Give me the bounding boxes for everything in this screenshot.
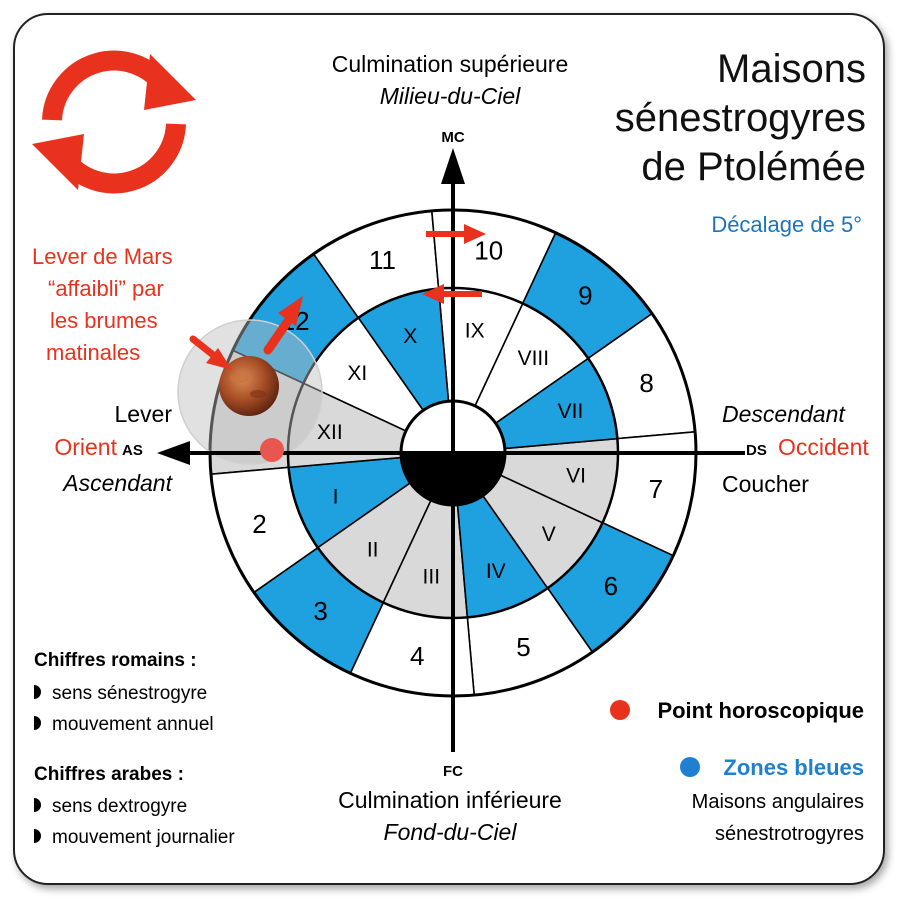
inner-house-label: III — [423, 566, 441, 589]
inner-house-label: IV — [486, 560, 506, 583]
lever-label: Lever — [114, 401, 172, 427]
arrow-3-to-4 — [426, 224, 486, 244]
mars-note-line-1: Lever de Mars — [32, 244, 173, 269]
outer-house-label: 11 — [369, 245, 396, 275]
inner-house-label: IX — [465, 319, 485, 342]
half-disc-bullet-icon — [34, 798, 41, 812]
outer-house-label: 9 — [578, 281, 592, 311]
half-disc-bullet-icon — [34, 829, 41, 843]
outer-house-label: 4 — [410, 641, 424, 671]
fc-label: FC — [443, 763, 463, 780]
legend-arabic-item-2: mouvement journalier — [52, 827, 235, 848]
mc-arrow-icon — [441, 148, 465, 184]
mars-pointer-arrow — [189, 335, 232, 370]
legend-arabic-item-1: sens dextrogyre — [52, 796, 187, 817]
legend-blue-title: Zones bleues — [723, 755, 864, 780]
bottom-label-line-1: Culmination inférieure — [338, 787, 562, 813]
arrow-to-x — [422, 284, 482, 304]
legend-roman-title: Chiffres romains : — [34, 650, 197, 671]
outer-house-label: 6 — [604, 571, 618, 601]
coucher-label: Coucher — [722, 471, 809, 497]
outer-house-label: 10 — [474, 235, 503, 265]
outer-house-label: 3 — [313, 596, 327, 626]
legend-roman-item-2: mouvement annuel — [52, 714, 214, 735]
half-disc-bullet-icon — [34, 685, 41, 699]
inner-house-label: XII — [317, 421, 343, 444]
bottom-label-line-2: Fond-du-Ciel — [384, 819, 518, 845]
legend-blue-line-2: sénestrotrogyres — [715, 823, 864, 845]
orient-label: Orient — [54, 434, 117, 460]
top-label-line-2: Milieu-du-Ciel — [380, 83, 521, 109]
mars-planet-icon — [219, 356, 279, 416]
inner-house-label: VII — [558, 400, 584, 423]
horoscopic-point — [260, 438, 284, 462]
mars-note-line-4: matinales — [46, 340, 140, 365]
title-line-1: Maisons — [717, 47, 866, 91]
title-line-2: sénestrogyres — [615, 96, 866, 140]
legend-point-dot — [610, 700, 630, 720]
legend-point-label: Point horoscopique — [657, 698, 864, 723]
vertical-axis — [441, 148, 465, 752]
rising-arrow — [263, 296, 303, 355]
legend-blue-dot — [680, 757, 700, 777]
inner-house-label: VI — [566, 464, 586, 487]
refresh-icon — [32, 50, 196, 194]
half-disc-bullet-icon — [34, 716, 41, 730]
inner-house-label: V — [542, 523, 556, 546]
mc-label: MC — [441, 129, 464, 146]
subtitle: Décalage de 5° — [711, 212, 862, 237]
legend-roman-item-1: sens sénestrogyre — [52, 683, 207, 704]
occident-label: Occident — [778, 434, 869, 460]
descendant-label: Descendant — [722, 401, 846, 427]
legend-arabic-title: Chiffres arabes : — [34, 764, 184, 785]
inner-house-label: II — [367, 538, 379, 561]
as-arrow-icon — [157, 441, 190, 465]
outer-house-label: 7 — [649, 474, 663, 504]
outer-house-label: 2 — [252, 509, 266, 539]
outer-house-label: 8 — [639, 368, 653, 398]
inner-house-label: VIII — [518, 347, 550, 370]
top-label-line-1: Culmination supérieure — [332, 51, 569, 77]
legend-blue-line-1: Maisons angulaires — [692, 791, 864, 813]
as-label: AS — [122, 442, 143, 459]
inner-house-label: XI — [347, 362, 367, 385]
ds-label: DS — [746, 442, 767, 459]
ascendant-label: Ascendant — [61, 470, 173, 496]
title-line-3: de Ptolémée — [641, 145, 866, 189]
outer-house-label: 5 — [516, 632, 530, 662]
mars-note-line-2: “affaibli” par — [48, 276, 164, 301]
inner-house-label: I — [333, 485, 339, 508]
inner-house-label: X — [403, 325, 417, 348]
mars-note-line-3: les brumes — [50, 308, 158, 333]
